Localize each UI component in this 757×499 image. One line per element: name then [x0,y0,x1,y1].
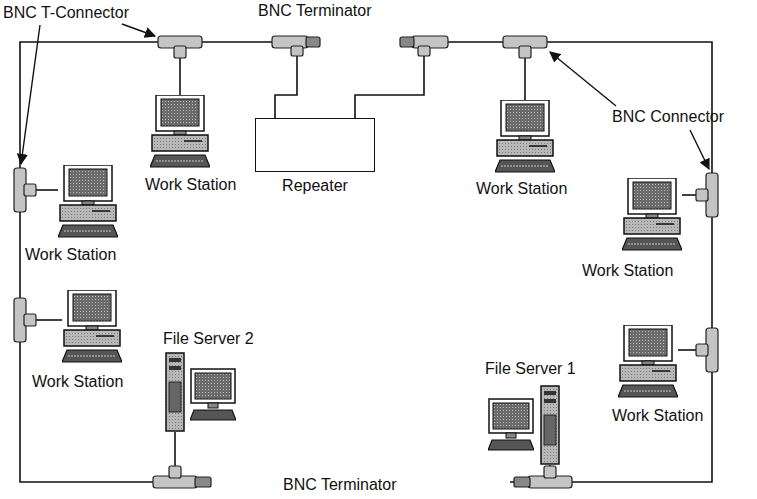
component-label: Work Station [476,180,567,198]
component-label: Work Station [145,176,236,194]
component-label: BNC Terminator [258,2,372,20]
component-label: File Server 1 [485,360,576,378]
component-label: BNC Connector [612,108,724,126]
component-label: BNC Terminator [283,476,397,494]
component-label: Work Station [32,373,123,391]
component-label: Work Station [25,246,116,264]
computer-icon [58,95,682,464]
component-label: Work Station [612,407,703,425]
repeater-box: Repeater [255,118,375,172]
component-label: BNC T-Connector [3,4,129,22]
coax-cable [20,42,712,482]
component-label: Work Station [582,262,673,280]
repeater-label: Repeater [282,177,348,195]
component-label: File Server 2 [163,330,254,348]
bnc-connector [14,36,718,488]
